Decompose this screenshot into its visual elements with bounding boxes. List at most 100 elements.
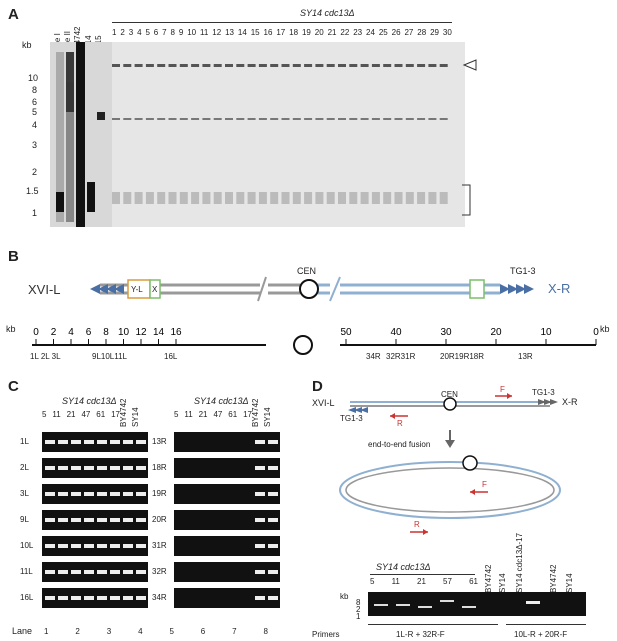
axis-tick-label: 12 <box>135 327 147 338</box>
gel-strip <box>174 536 280 556</box>
col-header: 21 <box>66 410 76 419</box>
gel-ctrl-label: SY14 <box>263 407 272 427</box>
strain-d: SY14 cdc13Δ <box>376 562 431 572</box>
col-header: 5 <box>42 410 47 419</box>
gel-band <box>110 570 120 574</box>
blot-band <box>270 64 279 67</box>
blot-band <box>394 192 403 204</box>
gel-strip <box>174 588 280 608</box>
gel-row-label: 18R <box>152 463 167 472</box>
blot-band <box>281 64 290 67</box>
gel-band <box>97 492 107 496</box>
marker-32r: 32R31R <box>386 352 416 361</box>
lane-number: 5 <box>370 577 375 586</box>
gel-band <box>84 518 94 522</box>
gel-band <box>71 440 81 444</box>
gel-strip <box>42 588 148 608</box>
blot-band <box>360 64 369 67</box>
lane-number: 17 <box>276 28 286 37</box>
gel-strip <box>174 458 280 478</box>
gel-band <box>84 492 94 496</box>
lane-number: 8 <box>263 627 268 636</box>
gel-band <box>268 492 278 496</box>
ladder-1: 1 <box>32 208 38 218</box>
ladder-2: 2 <box>32 167 38 177</box>
ladder-6: 6 <box>32 97 38 107</box>
blot-band <box>383 192 392 204</box>
ctrl-d-3: BY4742 <box>549 564 558 593</box>
blot-band <box>247 64 256 67</box>
lane-number: 25 <box>378 28 388 37</box>
blot-band <box>428 64 437 67</box>
blot-band <box>225 64 233 67</box>
blot-band <box>394 64 403 67</box>
blot-band <box>123 192 132 204</box>
lane-number: 1 <box>112 28 117 37</box>
blot-annotations <box>462 59 477 216</box>
blot-band <box>168 64 177 67</box>
x-box-label: X <box>152 285 158 294</box>
gel-row-label: 9L <box>20 515 29 524</box>
lane-number: 2 <box>120 28 125 37</box>
gel-band <box>110 466 120 470</box>
lane-number: 29 <box>430 28 439 37</box>
gel-row-label: 3L <box>20 489 29 498</box>
blot-band <box>338 192 346 204</box>
blot-band <box>123 64 132 67</box>
gel-strip <box>42 458 148 478</box>
primer-line-2 <box>506 624 586 625</box>
axis-tick-label: 40 <box>390 327 402 338</box>
blot-band <box>439 64 448 67</box>
gel-band <box>58 492 68 496</box>
gel-band <box>84 596 94 600</box>
lane-number: 3 <box>128 28 134 37</box>
gel-band <box>123 596 133 600</box>
axis-tick-label: 0 <box>593 327 599 338</box>
gel-band <box>255 518 265 522</box>
blot-band <box>134 118 143 120</box>
lane-number: 57 <box>443 577 452 586</box>
gel-band <box>58 596 68 600</box>
gel-band <box>58 570 68 574</box>
lane-number: 3 <box>106 627 112 636</box>
gel-band <box>268 518 278 522</box>
blot-band <box>225 118 233 120</box>
yl-label: Y-L <box>131 285 143 294</box>
lane-number: 10 <box>187 28 197 37</box>
gel-strip <box>174 510 280 530</box>
lane-number: 21 <box>327 28 337 37</box>
primer-line-1 <box>368 624 498 625</box>
col-header: 47 <box>213 410 223 419</box>
gel-band <box>45 518 55 522</box>
blot-band <box>157 64 166 67</box>
blot-band <box>112 118 120 120</box>
strain-title-a: SY14 cdc13Δ <box>300 8 355 18</box>
ctrl-d-2: SY14 cdc13Δ-17 <box>515 532 524 593</box>
blot-band <box>134 64 143 67</box>
gel-ctrl-label: SY14 <box>131 407 140 427</box>
blot-band <box>315 118 324 120</box>
kb-label-d: kb <box>340 592 349 601</box>
gel-band <box>97 570 107 574</box>
blot-band <box>236 118 245 120</box>
blot-band <box>213 192 222 204</box>
gel-band <box>97 544 107 548</box>
cen-label-b: CEN <box>297 266 317 276</box>
blot-band <box>179 118 188 120</box>
blot-band <box>428 192 437 204</box>
blot-band <box>371 64 380 67</box>
gel-band <box>255 544 265 548</box>
gel-band <box>97 466 107 470</box>
blot-band <box>213 118 222 120</box>
gel-band <box>84 466 94 470</box>
blot-band <box>247 192 256 204</box>
lane-number: 2 <box>75 627 80 636</box>
lane-number: 7 <box>232 627 237 636</box>
kb-2: 2 <box>356 605 361 614</box>
blot-band <box>202 192 211 204</box>
gel-band <box>71 570 81 574</box>
gel-row-label: 11L <box>20 567 33 576</box>
primers-label: Primers <box>312 630 340 639</box>
